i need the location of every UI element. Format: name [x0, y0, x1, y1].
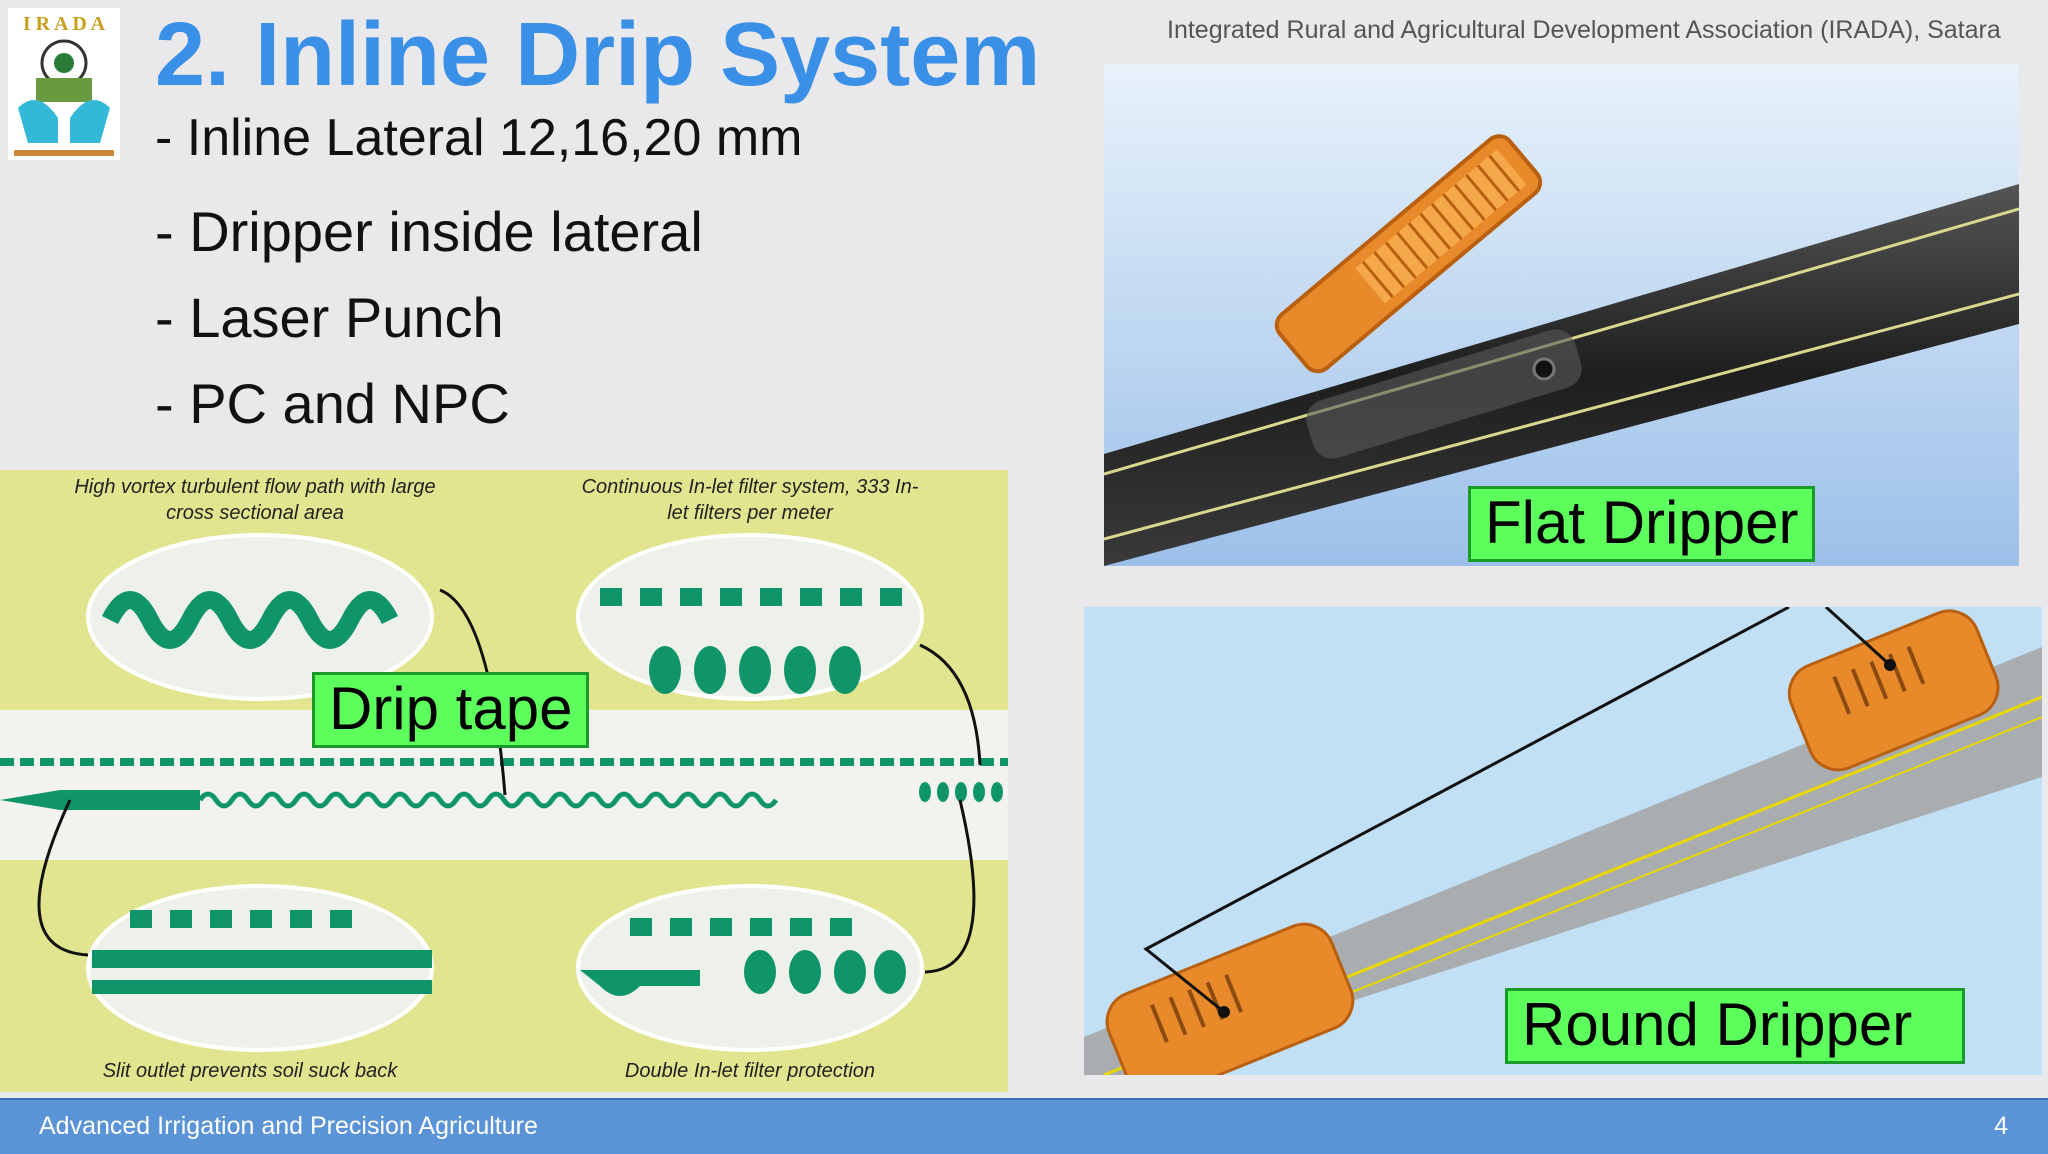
course-title: Advanced Irrigation and Precision Agricu…	[39, 1112, 538, 1140]
logo-arc-text: I R A D A	[23, 13, 106, 35]
bullet-item: - Inline Lateral 12,16,20 mm	[155, 109, 803, 167]
flat-dripper-label: Flat Dripper	[1468, 486, 1816, 562]
slide-title: 2. Inline Drip System	[155, 5, 1041, 105]
caption-bottom-left: Slit outlet prevents soil suck back	[102, 1060, 398, 1082]
flat-dripper-image	[1103, 64, 2020, 566]
footer-bar: Advanced Irrigation and Precision Agricu…	[0, 1098, 2048, 1154]
irada-logo: I R A D A	[8, 8, 120, 160]
organization-name: Integrated Rural and Agricultural Develo…	[1167, 16, 2001, 44]
bullet-item: - Laser Punch	[155, 286, 504, 349]
bullet-item: - PC and NPC	[155, 372, 510, 435]
bullet-list: - Inline Lateral 12,16,20 mm - Dripper i…	[155, 103, 802, 487]
caption-top-right: Continuous In-let filter system, 333 In-…	[581, 476, 919, 524]
drip-tape-label: Drip tape	[312, 672, 590, 748]
drip-tape-image: High vortex turbulent flow path with lar…	[0, 470, 1008, 1092]
caption-top-left: High vortex turbulent flow path with lar…	[74, 476, 436, 524]
bullet-item: - Dripper inside lateral	[155, 200, 703, 263]
caption-bottom-right: Double In-let filter protection	[624, 1060, 876, 1082]
page-number: 4	[1994, 1112, 2008, 1140]
round-dripper-label: Round Dripper	[1505, 988, 1966, 1064]
